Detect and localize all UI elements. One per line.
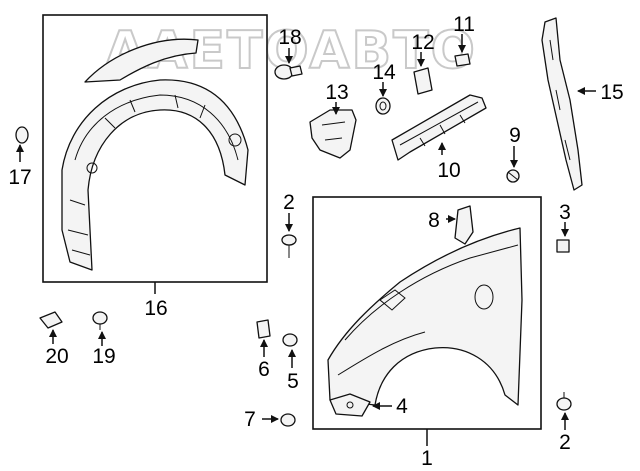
fender-apron-bracket-part [541,17,583,191]
screw-7-part [280,413,296,427]
callout-11: 11 [453,13,475,36]
callout-20: 20 [45,345,68,368]
screw-2-upper-part [281,234,297,258]
leader-lines [16,34,596,446]
callout-6: 6 [258,358,270,381]
fender-liner-part [61,38,249,271]
callout-9: 9 [509,124,521,147]
callout-13: 13 [325,81,348,104]
push-pin-clip-part [274,64,303,80]
callout-19: 19 [92,345,115,368]
callout-3: 3 [559,201,571,224]
nut-clip-part [454,53,471,67]
grommet-part [375,97,391,115]
bolt-9-part [506,169,520,183]
fender-reinforcement-part [391,94,487,161]
callout-2-upper: 2 [283,191,295,214]
callout-12: 12 [411,31,434,54]
bracket-8-part [454,205,474,245]
callout-4: 4 [396,395,408,418]
mounting-bracket-part [309,109,357,159]
small-plate-part [413,67,433,95]
callout-7: 7 [244,408,256,431]
callout-5: 5 [287,370,299,393]
pin-19-part [92,311,108,330]
screw-5-part [282,333,298,347]
clip-6-part [256,319,271,339]
screw-2-lower-part [556,392,572,411]
callout-14: 14 [372,61,396,84]
pad-3-part [556,239,570,253]
callout-10: 10 [437,159,460,182]
callout-18: 18 [278,26,301,49]
front-fender-part [327,227,523,406]
callout-1: 1 [421,447,433,470]
callout-labels: 1 2 2 3 4 5 6 7 8 9 10 11 12 13 14 15 16… [8,13,623,470]
callout-17: 17 [8,166,31,189]
callout-8: 8 [428,209,440,232]
callout-2-lower: 2 [559,431,571,454]
retainer-20-part [39,311,63,329]
clip-17-part [15,126,29,144]
bracket-4-part [329,393,371,417]
callout-16: 16 [144,297,167,320]
callout-15: 15 [600,81,623,104]
